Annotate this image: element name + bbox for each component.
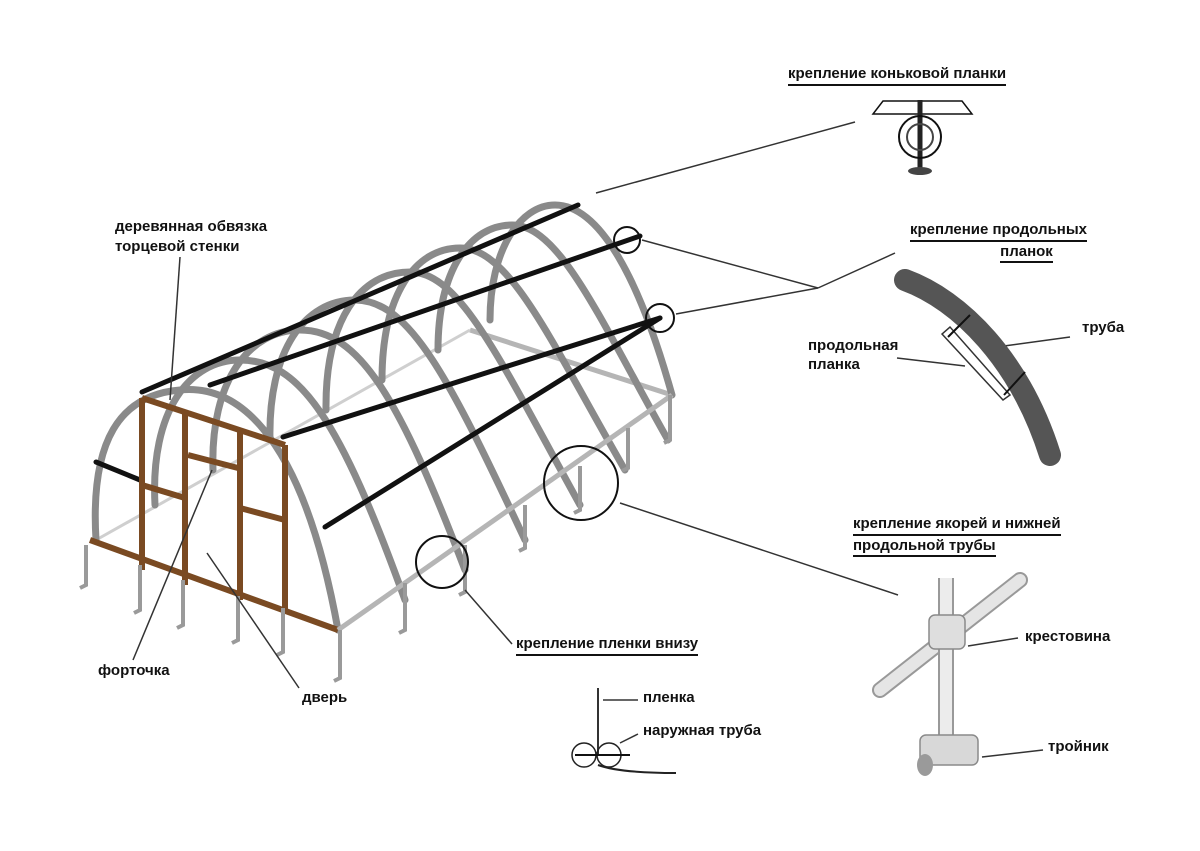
anchor-mount-detail — [872, 572, 1028, 776]
wood-frame-label-2: торцевой стенки — [115, 238, 240, 255]
cross-label: крестовина — [1025, 628, 1111, 645]
strip-mount-label-line1: крепление продольных — [910, 220, 1087, 242]
outer-pipe-label: наружная труба — [643, 722, 762, 739]
strip-mount-detail — [894, 269, 1061, 466]
ridge-mount-detail — [871, 100, 974, 175]
film-label: пленка — [643, 689, 695, 706]
ridge-mount-label: крепление коньковой планки — [788, 64, 1007, 86]
detail-circles — [415, 226, 675, 589]
end-wall-wood-frame — [88, 395, 340, 633]
wood-frame-label-1: деревянная обвязка — [115, 218, 268, 235]
strip-mount-label: крепление продольных планок — [910, 220, 1087, 263]
vent-label: форточка — [98, 662, 170, 679]
film-bottom-label: крепление пленки внизу — [516, 634, 699, 656]
bottom-side-pipe — [336, 392, 674, 633]
film-bottom-detail — [571, 688, 677, 774]
pipe-label: труба — [1082, 319, 1125, 336]
leader-lines — [132, 121, 1071, 758]
strip-mount-label-line2-wrap: планок — [910, 242, 1087, 263]
tee-label: тройник — [1048, 738, 1109, 755]
longitudinal-strips — [93, 202, 663, 530]
door-label: дверь — [302, 689, 348, 706]
anchor-mount-label: крепление якорей и нижней продольной тру… — [853, 514, 1061, 557]
anchor-mount-label-line2: продольной трубы — [853, 537, 996, 557]
longitudinal-strip-label-1: продольная — [808, 337, 899, 354]
anchors — [79, 395, 672, 683]
longitudinal-strip-label-2: планка — [808, 356, 860, 373]
anchor-mount-label-line2-wrap: продольной трубы — [853, 536, 1061, 557]
anchor-mount-label-line1: крепление якорей и нижней — [853, 514, 1061, 536]
arches — [91, 201, 676, 634]
strip-mount-label-line2: планок — [1000, 243, 1053, 263]
